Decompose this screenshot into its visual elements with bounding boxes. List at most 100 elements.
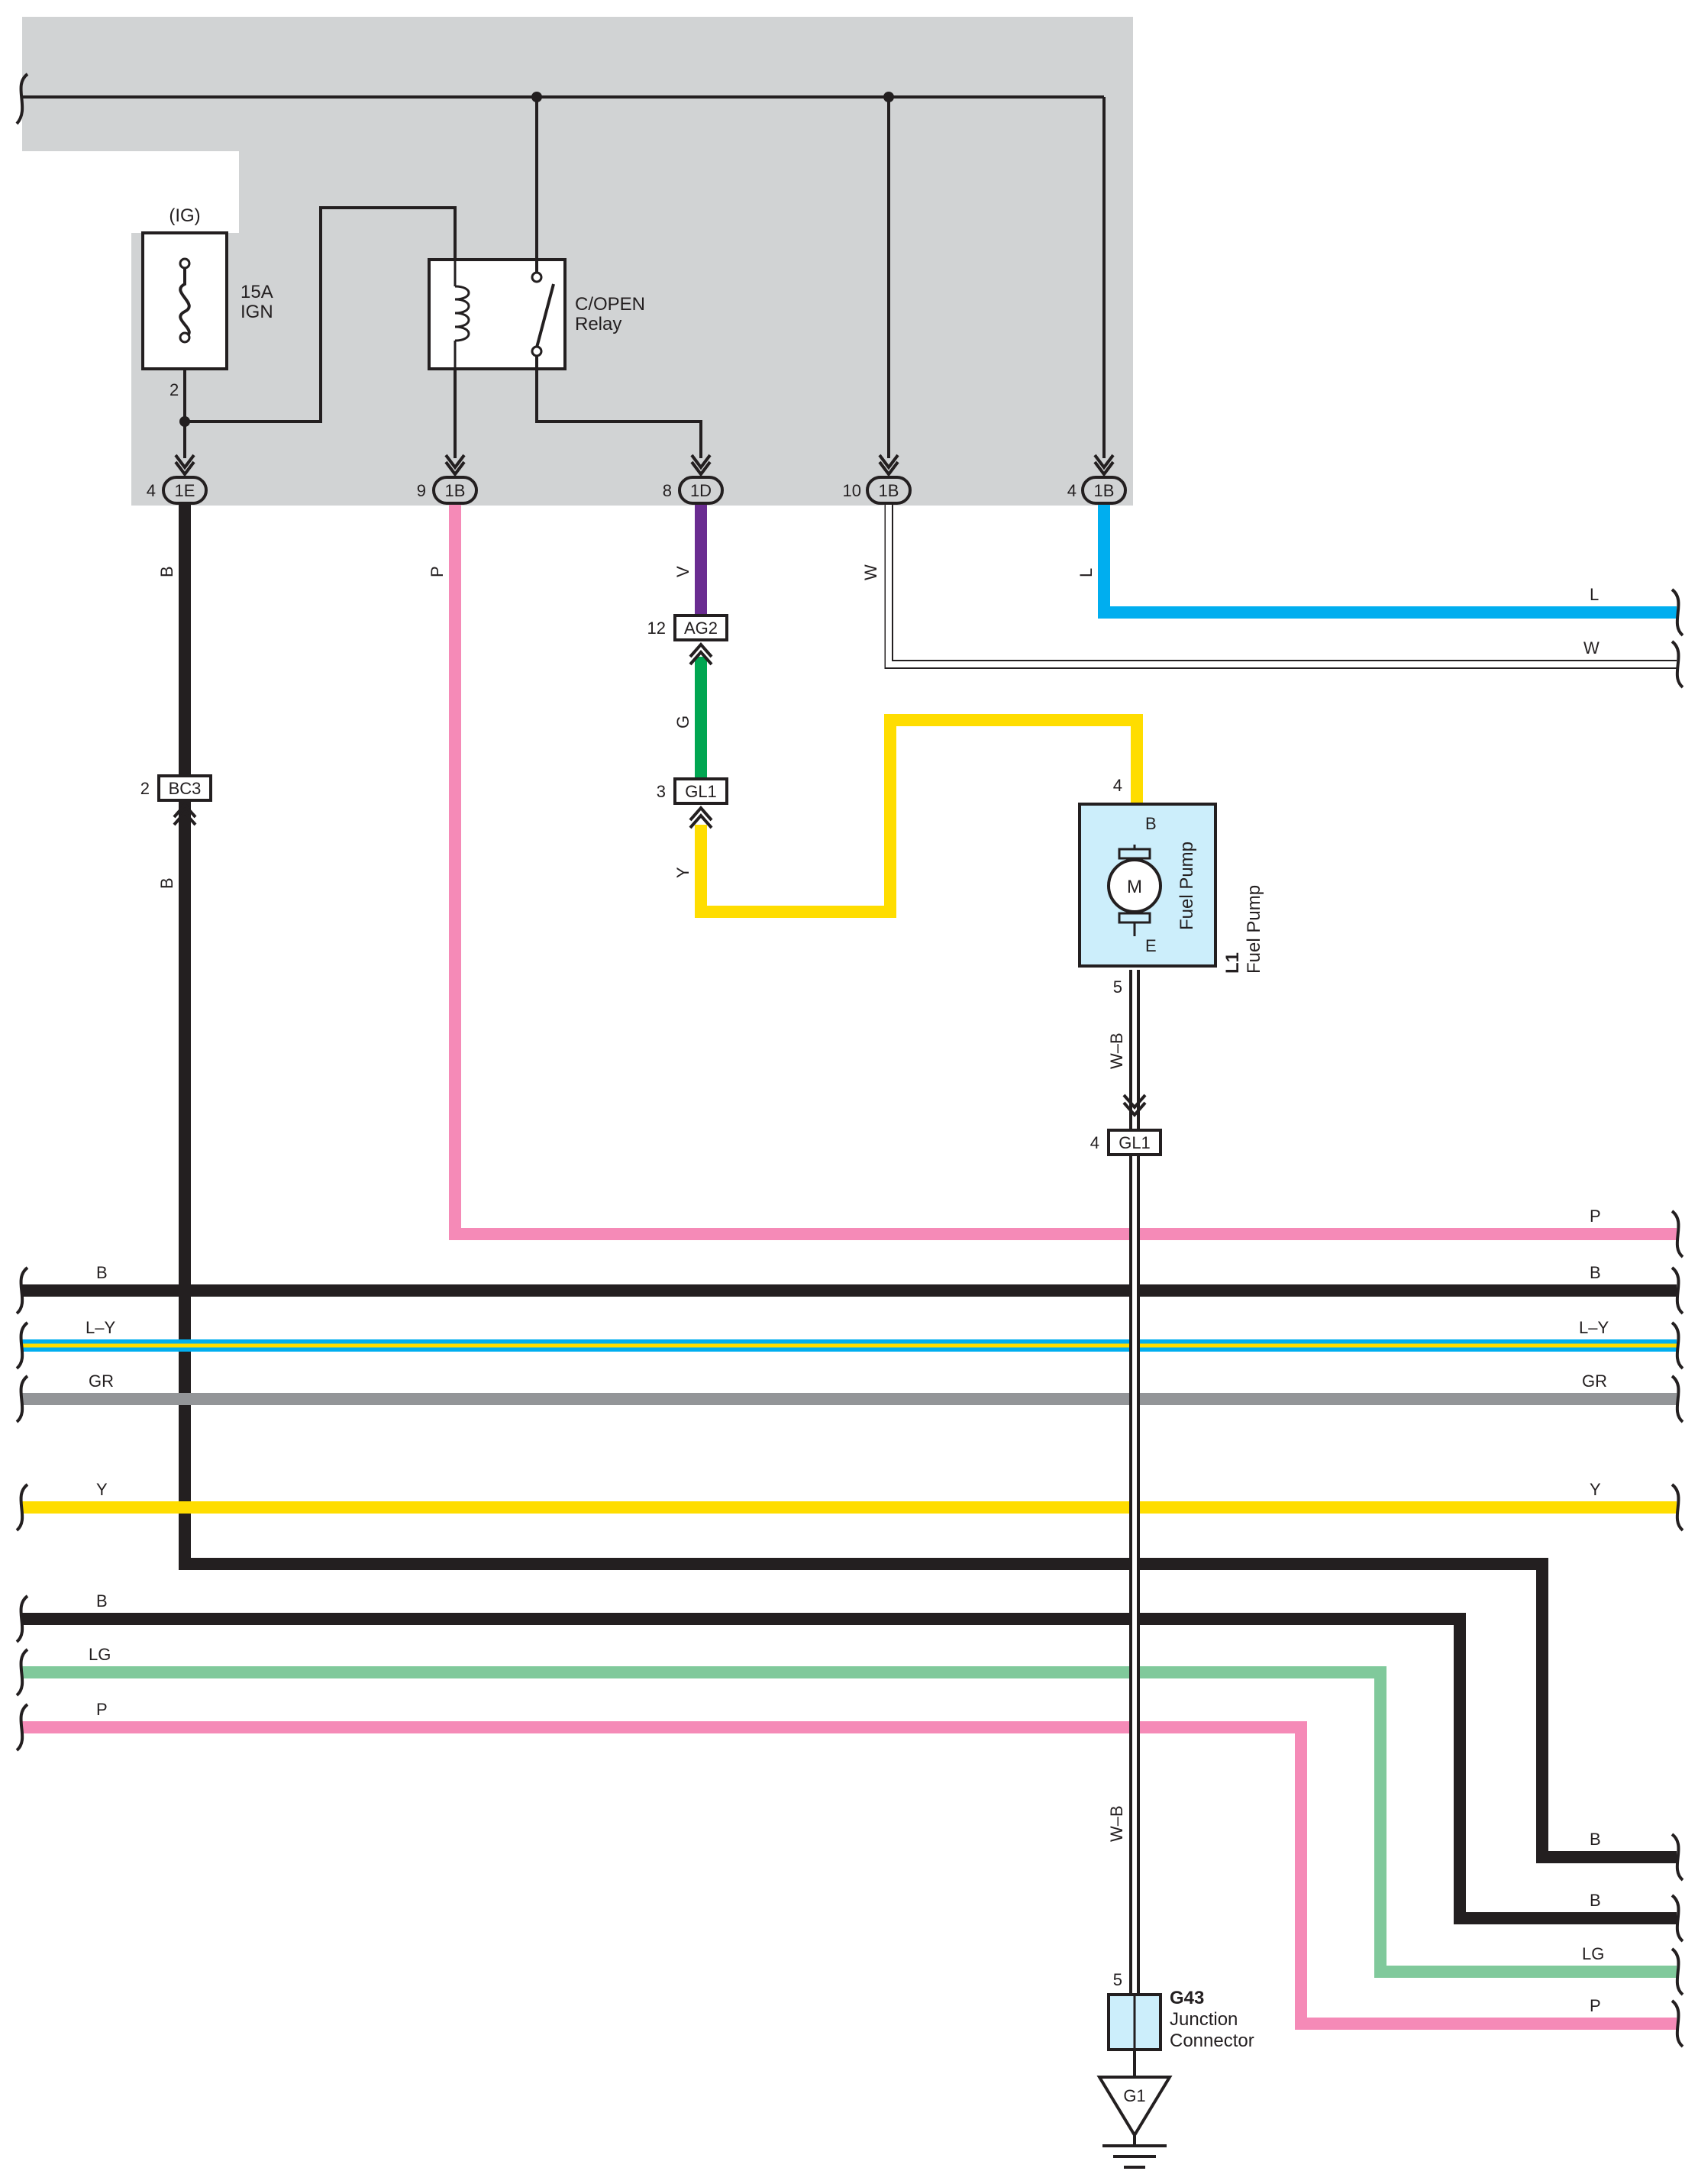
fuse-box: [141, 231, 228, 370]
connector-1b-pin10: 1B 10: [843, 454, 912, 505]
fuse-terminal: [179, 331, 191, 344]
connector-code: GL1: [685, 782, 717, 801]
relay-contact: [531, 271, 543, 283]
junction-pin: 5: [1113, 1970, 1122, 1989]
connector-1e: 1E 4: [147, 454, 208, 505]
connector-pin: 4: [147, 481, 156, 500]
connector-pin: 10: [843, 481, 861, 500]
fuse-pin: 2: [169, 380, 179, 399]
connector-pin: 4: [1067, 481, 1077, 500]
wire-label: P: [1590, 1207, 1601, 1226]
connector-code: AG2: [684, 619, 718, 638]
bus-label-right: Y: [1590, 1480, 1601, 1499]
wire-label: B: [157, 877, 176, 889]
wire-label: G: [673, 716, 692, 729]
motor-icon: [1107, 858, 1162, 913]
relay-contact: [531, 345, 543, 357]
relay-name-line1: C/OPEN: [575, 294, 645, 315]
bus-label-left: B: [96, 1591, 108, 1611]
bus-wire-p: [22, 1721, 1677, 2030]
connector-code: 1B: [879, 481, 899, 500]
bus-label-right: GR: [1582, 1371, 1607, 1391]
connector-code: 1B: [1094, 481, 1115, 500]
wire-label: W: [861, 564, 880, 580]
fuel-pump-pin-e: E: [1145, 936, 1157, 955]
fuel-pump-inner-name: Fuel Pump: [1177, 842, 1197, 930]
connector-1b-pin9: 1B 9: [417, 454, 478, 505]
junction-name-line1: Junction: [1170, 2009, 1238, 2030]
connector-ag2: AG2 12: [647, 614, 728, 666]
bus-label-right: LG: [1582, 1944, 1604, 1963]
fuse-name: IGN: [240, 302, 273, 322]
bus-label-left: GR: [89, 1371, 114, 1391]
connector-pin: 3: [657, 782, 666, 801]
bus-label-left: L–Y: [86, 1318, 115, 1337]
wire-label: Y: [673, 867, 692, 878]
wire-b-main: [179, 504, 1677, 1863]
bus-label-right: B: [1590, 1891, 1601, 1910]
bus-label-left: Y: [96, 1480, 108, 1499]
connector-1d: 1D 8: [663, 454, 724, 505]
connector-code: 1E: [175, 481, 195, 500]
bus-label-right: P: [1590, 1996, 1601, 2015]
junction-connector-g43: 5 G43 Junction Connector: [1107, 1970, 1254, 2051]
junction-block-panel: [22, 17, 1133, 506]
fuel-pump-name: Fuel Pump: [1244, 885, 1264, 974]
ground-icon: [1096, 2076, 1173, 2138]
fuel-pump-ref: L1: [1222, 952, 1243, 974]
wire-l: [1098, 504, 1677, 619]
motor-symbol: M: [1127, 877, 1142, 897]
relay-name-line2: Relay: [575, 314, 621, 334]
ground-g1: G1: [1096, 2076, 1173, 2169]
bus-label-left: B: [96, 1263, 108, 1282]
wire-label: W–B: [1107, 1805, 1126, 1842]
connector-code: 1B: [445, 481, 466, 500]
fuel-pump-pin-b: B: [1145, 814, 1157, 833]
bus-label-left: P: [96, 1700, 108, 1719]
wire-break-marks: [15, 588, 1684, 2048]
bus-label-right: B: [1590, 1263, 1601, 1282]
relay-coil-icon: [454, 285, 470, 342]
fuse-icon: [179, 267, 191, 339]
wire-label: W–B: [1107, 1032, 1126, 1069]
bus-label-right: L–Y: [1579, 1318, 1609, 1337]
wire-w-outer: [884, 504, 1677, 669]
connector-pin: 2: [140, 779, 150, 798]
fuse-rating: 15A: [240, 282, 273, 302]
wire-label: V: [673, 566, 692, 577]
connector-bc3: BC3 2: [140, 774, 212, 826]
connector-gl1-pin3: GL1 3: [657, 777, 728, 829]
wire-label: P: [428, 566, 447, 577]
connector-1b-pin4: 1B 4: [1067, 454, 1127, 505]
connector-code: GL1: [1119, 1133, 1151, 1152]
fuse-supply-label: (IG): [169, 205, 200, 226]
wire-break-top-left: [15, 73, 29, 125]
connector-code: BC3: [169, 779, 202, 798]
connector-pin: 4: [1090, 1133, 1099, 1152]
relay-switch-arm: [535, 283, 555, 348]
connector-pin: 9: [417, 481, 426, 500]
connector-pin: 8: [663, 481, 672, 500]
bus-wire-b2: [22, 1613, 1677, 1924]
wire-label: L: [1590, 585, 1599, 604]
junction-ref: G43: [1170, 1988, 1204, 2008]
bus-wire-lg: [22, 1666, 1677, 1978]
connector-code: 1D: [690, 481, 712, 500]
wire-p-1b: [449, 504, 1677, 1240]
fuel-pump-pin-bottom: 5: [1113, 977, 1122, 997]
fuse-terminal: [179, 257, 191, 270]
bus-label-left: LG: [89, 1645, 111, 1664]
relay-output-wire: [535, 356, 702, 458]
fuel-pump-pin-top: 4: [1113, 776, 1122, 795]
junction-name-line2: Connector: [1170, 2031, 1254, 2051]
fuel-pump: 4 B M E Fuel Pump 5 L1 Fuel Pump: [1078, 776, 1264, 997]
wire-label: B: [157, 566, 176, 577]
wire-w-inner: [886, 504, 1677, 667]
wire-label: B: [1590, 1830, 1601, 1849]
ground-ref: G1: [1123, 2086, 1145, 2105]
wire-label: W: [1583, 638, 1600, 657]
wire-y-pump: [695, 714, 1143, 918]
wire-label: L: [1077, 568, 1096, 577]
connector-gl1-pin4: GL1 4: [1090, 1094, 1162, 1156]
